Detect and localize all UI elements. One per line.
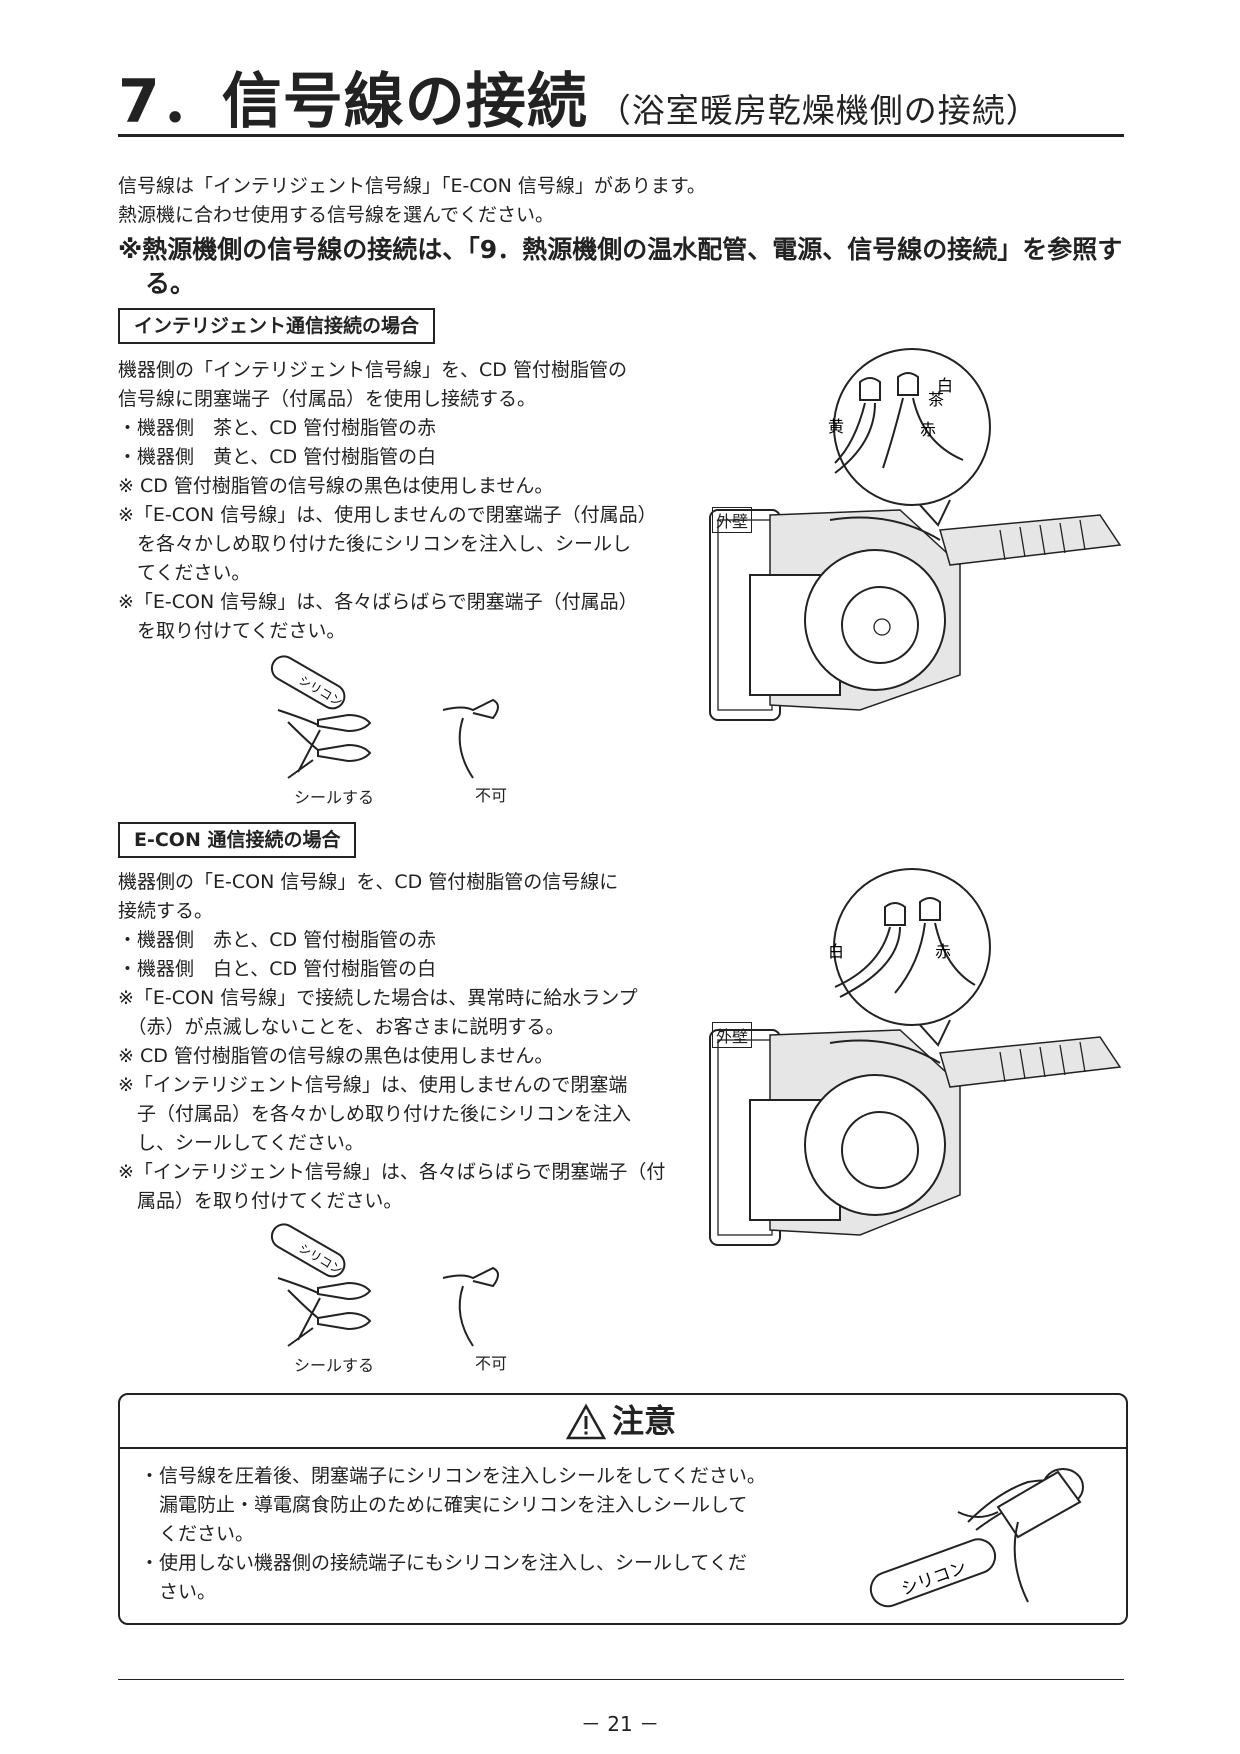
section2-line: 機器側の「E-CON 信号線」を、CD 管付樹脂管の信号線に	[118, 871, 619, 893]
section1-line: を各々かしめ取り付けた後にシリコンを注入し、シールし	[118, 533, 632, 555]
seal-label-2: シールする	[294, 1356, 375, 1375]
section2-text: 機器側の「E-CON 信号線」を、CD 管付樹脂管の信号線に 接続する。 ・機器…	[118, 868, 665, 1216]
section1-text: 機器側の「インテリジェント信号線」を、CD 管付樹脂管の 信号線に閉塞端子（付属…	[118, 356, 657, 646]
seal-diagram-2: シリコン	[270, 1223, 499, 1347]
section1-line: ※ CD 管付樹脂管の信号線の黒色は使用しません。	[118, 475, 554, 497]
section-label-econ: E-CON 通信接続の場合	[118, 822, 357, 858]
caution-line: さい。	[140, 1581, 217, 1603]
section2-line: ※「インテリジェント信号線」は、各々ばらばらで閉塞端子（付	[118, 1161, 666, 1183]
caution-divider	[118, 1447, 1128, 1449]
warning-triangle-icon	[566, 1403, 606, 1440]
section2-line: ・機器側 白と、CD 管付樹脂管の白	[118, 958, 437, 980]
ng-label-1: 不可	[475, 786, 508, 805]
page-title-main: 7．信号線の接続	[118, 67, 588, 137]
section2-line: 属品）を取り付けてください。	[118, 1190, 403, 1212]
silicone-tube-illustration: シリコン	[869, 1468, 1084, 1608]
wall-label-2: 外壁	[712, 1022, 753, 1048]
unit-illustration-intelligent: 白 黄 茶 赤	[709, 348, 1122, 721]
page-subtitle: （浴室暖房乾燥機側の接続）	[597, 91, 1040, 130]
wall-label-1: 外壁	[712, 507, 753, 533]
wire-label-red: 赤	[935, 942, 951, 961]
section2-line: （赤）が点滅しないことを、お客さまに説明する。	[118, 1016, 565, 1038]
wire-label-yellow: 黄	[828, 417, 844, 436]
section2-line: ※ CD 管付樹脂管の信号線の黒色は使用しません。	[118, 1045, 554, 1067]
caution-box	[118, 1393, 1128, 1625]
intro-line-1: 信号線は「インテリジェント信号線」「E-CON 信号線」があります。	[118, 175, 706, 197]
section1-line: ・機器側 黄と、CD 管付樹脂管の白	[118, 446, 437, 468]
unit-illustration-econ: 白 赤	[709, 868, 1122, 1246]
wire-label-white: 白	[937, 376, 953, 395]
intro-note-line-1: ※熱源機側の信号線の接続は、「9．熱源機側の温水配管、電源、信号線の接続」を参照…	[118, 235, 1123, 264]
seal-diagram-1: シリコン	[270, 655, 499, 779]
section1-line: ・機器側 茶と、CD 管付樹脂管の赤	[118, 417, 437, 439]
section2-line: 子（付属品）を各々かしめ取り付けた後にシリコンを注入	[118, 1103, 632, 1125]
intro-line-2: 熱源機に合わせ使用する信号線を選んでください。	[118, 204, 555, 226]
caution-line: ・信号線を圧着後、閉塞端子にシリコンを注入しシールをしてください。	[140, 1465, 766, 1487]
caution-line: ください。	[140, 1523, 255, 1545]
caution-title: 注意	[612, 1402, 677, 1440]
wire-label-red: 赤	[920, 420, 936, 439]
section1-line: を取り付けてください。	[118, 620, 346, 642]
section2-line: 接続する。	[118, 900, 214, 922]
ng-label-2: 不可	[475, 1354, 508, 1373]
seal-label-1: シールする	[294, 788, 375, 807]
section1-line: ※「E-CON 信号線」は、各々ばらばらで閉塞端子（付属品）	[118, 591, 638, 613]
section1-line: 機器側の「インテリジェント信号線」を、CD 管付樹脂管の	[118, 359, 627, 381]
page-title: 7．信号線の接続（浴室暖房乾燥機側の接続）	[118, 62, 1040, 151]
section2-line: ※「インテリジェント信号線」は、使用しませんので閉塞端	[118, 1074, 628, 1096]
page-number: － 21 －	[580, 1712, 660, 1736]
section2-line: ・機器側 赤と、CD 管付樹脂管の赤	[118, 929, 437, 951]
footer-divider	[118, 1679, 1124, 1680]
caution-text: ・信号線を圧着後、閉塞端子にシリコンを注入しシールをしてください。 漏電防止・導…	[140, 1462, 766, 1607]
caution-line: 漏電防止・導電腐食防止のために確実にシリコンを注入しシールして	[140, 1494, 748, 1516]
section2-line: し、シールしてください。	[118, 1132, 364, 1154]
caution-line: ・使用しない機器側の接続端子にもシリコンを注入し、シールしてくだ	[140, 1552, 747, 1574]
intro-note-line-2: る。	[145, 269, 196, 298]
section1-line: てください。	[118, 562, 251, 584]
section1-line: 信号線に閉塞端子（付属品）を使用し接続する。	[118, 388, 537, 410]
title-divider	[118, 134, 1124, 137]
section-label-intelligent: インテリジェント通信接続の場合	[118, 308, 436, 344]
wire-label-white: 白	[828, 942, 844, 961]
section1-line: ※「E-CON 信号線」は、使用しませんので閉塞端子（付属品）	[118, 504, 657, 526]
section2-line: ※「E-CON 信号線」で接続した場合は、異常時に給水ランプ	[118, 987, 638, 1009]
wire-label-brown: 茶	[928, 390, 944, 409]
